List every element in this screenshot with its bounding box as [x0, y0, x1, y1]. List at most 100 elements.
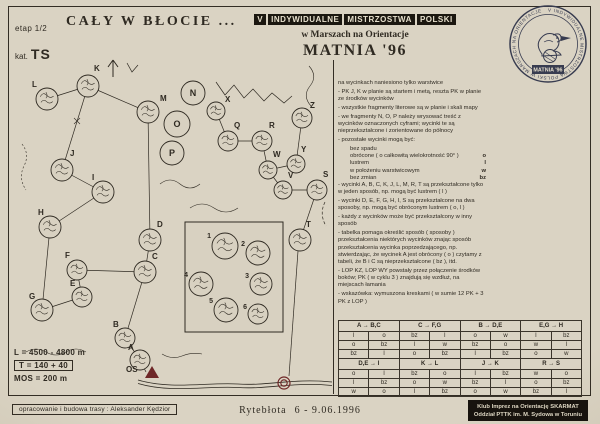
numbered-fragment-circle [249, 272, 273, 296]
contour-squiggle [43, 227, 56, 232]
table-cell: o [459, 387, 491, 397]
fragment-number: 3 [245, 273, 249, 280]
contour-squiggle [251, 308, 265, 313]
control-circle-H [38, 215, 62, 239]
contour-squiggle [34, 304, 49, 309]
page-frame [8, 6, 591, 396]
course-stats: L = 4500 - 4800 m T = 140 + 40 MOS = 200… [14, 348, 85, 384]
contour-squiggle [256, 141, 268, 145]
start-label: OS [126, 365, 138, 374]
contour-squiggle [143, 240, 156, 245]
instruction-intro: na wycinkach naniesiono tylko warstwice [338, 80, 444, 86]
control-circle-J [50, 158, 74, 182]
instruction-item: - wszystkie fragmenty literowe są w plan… [338, 104, 478, 111]
transform-option-code: o [482, 153, 486, 160]
contour-squiggle [296, 118, 308, 122]
table-cell: l [337, 331, 370, 341]
contour-squiggle [123, 331, 126, 338]
control-circle-T [288, 228, 312, 252]
fragment-number: 2 [241, 241, 245, 248]
transform-option: bez spadu [338, 146, 486, 153]
finish-circle [277, 376, 291, 390]
table-cell: o [337, 340, 370, 350]
contour-squiggle [259, 277, 262, 284]
control-letter-L: L [32, 80, 37, 89]
course-leg [124, 271, 146, 339]
contour-squiggle [48, 220, 51, 227]
table-cell: w [429, 340, 461, 350]
table-cell: w [520, 369, 552, 379]
table-cell: o [337, 369, 370, 379]
contour-squiggle [262, 170, 273, 174]
instruction-item: - wycinki A, B, C, K, J, L, M, R, T są p… [338, 182, 484, 196]
control-letter-N: N [190, 88, 197, 98]
instruction-item: - PK J, K w planie są startem i metą, re… [338, 88, 482, 103]
table-cell: w [520, 340, 552, 350]
table-cell: l [459, 349, 491, 359]
stamp-inner-ring [518, 14, 578, 74]
contour-squiggle [256, 245, 259, 253]
contour-squiggle [60, 163, 63, 170]
instruction-item: - każdy z wycinków może być przekształco… [338, 214, 473, 228]
instruction-item: - pozostałe wycinki mogą być: [338, 137, 416, 144]
control-circle-A [129, 349, 151, 371]
contour-squiggle [193, 277, 209, 283]
control-circle-P [159, 140, 185, 166]
terrain-line [288, 250, 299, 377]
contour-squiggle [138, 272, 151, 277]
control-circle-G [30, 298, 54, 322]
contour-squiggle [298, 233, 301, 240]
finish-circle-inner [280, 379, 288, 387]
contour-squiggle [253, 278, 268, 283]
table-header: J → K [459, 358, 522, 370]
course-setter-credit: opracowanie i budowa trasy : Aleksander … [12, 404, 178, 415]
control-circle-V [273, 180, 293, 200]
table-cell: o [520, 378, 552, 388]
table-cell: bz [368, 340, 400, 350]
table-cell: bz [429, 387, 461, 397]
contour-squiggle [40, 99, 53, 104]
table-cell: o [489, 340, 522, 350]
table-cell: bz [459, 378, 491, 388]
control-letter-E: E [70, 279, 76, 288]
control-letter-T: T [306, 220, 311, 229]
control-letter-V: V [288, 171, 294, 180]
control-letter-K: K [94, 64, 100, 73]
terrain-line [189, 203, 239, 213]
contour-squiggle [75, 291, 89, 296]
table-header: R → S [520, 358, 582, 370]
category-value: TS [30, 46, 51, 62]
contour-squiggle [80, 80, 95, 85]
table-cell: l [398, 387, 431, 397]
control-letter-O: O [173, 119, 180, 129]
table-cell: bz [489, 349, 522, 359]
control-letter-S: S [323, 170, 329, 179]
contour-squiggle [45, 92, 48, 99]
contour-squiggle [119, 338, 131, 342]
contour-squiggle [290, 164, 301, 168]
control-letter-M: M [160, 94, 167, 103]
control-letter-H: H [38, 208, 44, 217]
contour-squiggle [252, 314, 264, 318]
contour-squiggle [42, 221, 57, 226]
table-cell: w [337, 387, 370, 397]
contour-squiggle [222, 141, 234, 145]
contour-squiggle [250, 246, 266, 252]
table-cell: bz [337, 349, 370, 359]
table-cell: l [520, 331, 552, 341]
control-letter-A: A [128, 343, 134, 352]
terrain-line [159, 179, 201, 189]
table-header: D,E → I [338, 358, 400, 370]
contour-squiggle [210, 111, 221, 115]
contour-squiggle [40, 303, 43, 310]
control-circle-Y [286, 154, 306, 174]
contour-squiggle [199, 276, 202, 284]
table-cell: w [489, 331, 522, 341]
contour-squiggle [142, 234, 157, 239]
table-cell: o [398, 349, 431, 359]
table-cell: l [550, 387, 583, 397]
contour-squiggle [71, 270, 83, 274]
control-letter-R: R [269, 121, 275, 130]
terrain-line [215, 81, 293, 104]
